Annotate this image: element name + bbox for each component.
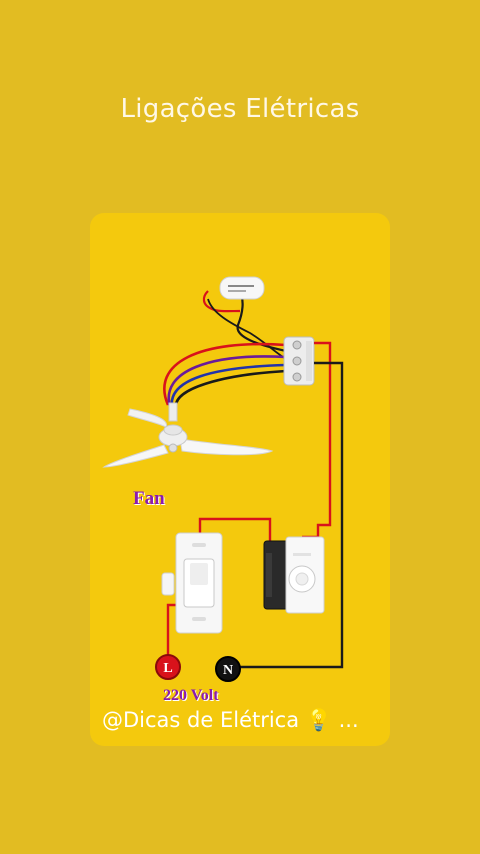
voltage-label: 220 Volt [163, 687, 219, 704]
capacitor-wire-black [236, 288, 287, 353]
terminal-line: L [155, 654, 181, 680]
terminal-block [283, 336, 315, 386]
fan-wire-red [163, 342, 287, 406]
fan-wire-black [174, 369, 287, 408]
channel-handle[interactable]: @Dicas de Elétrica 💡 ... [102, 708, 359, 732]
fan-label: Fan [133, 488, 165, 509]
fan-wire-blue [170, 363, 287, 408]
page-title: Ligações Elétricas [120, 94, 360, 124]
fan-regulator [263, 536, 325, 614]
capacitor-wire-black-2 [207, 298, 287, 360]
ceiling-fan-icon [102, 402, 274, 468]
terminal-line-label: L [163, 661, 172, 676]
switch-regulator-wire-red [198, 517, 272, 541]
capacitor-wire-red [202, 290, 241, 313]
capacitor [219, 276, 265, 300]
terminal-neutral-label: N [223, 663, 233, 678]
wall-switch [161, 532, 223, 634]
wiring-diagram: L N [102, 276, 344, 682]
terminal-neutral: N [215, 656, 241, 682]
fan-wire-purple [167, 355, 287, 408]
neutral-wire-black [234, 361, 344, 669]
wiring-diagram-card: L N Fan 220 Volt @Dicas de Elétrica 💡 ..… [90, 213, 390, 746]
